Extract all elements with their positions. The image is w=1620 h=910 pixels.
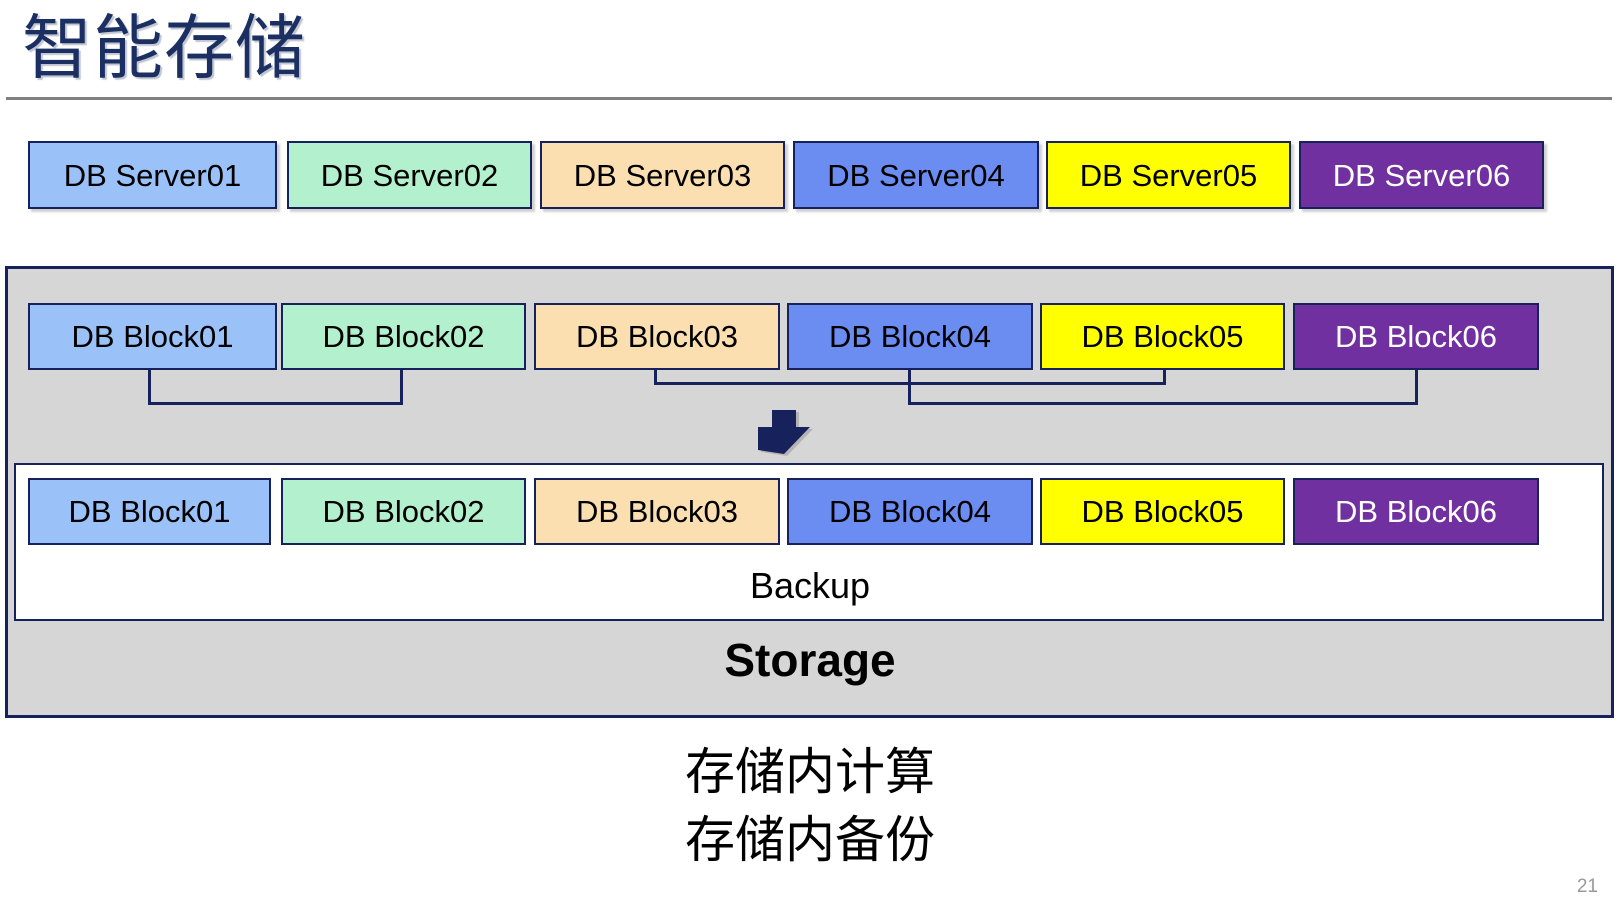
db-block-node-6: DB Block06 [1293, 303, 1539, 370]
db-server-node-6: DB Server06 [1299, 141, 1544, 209]
db-server-node-5: DB Server05 [1046, 141, 1291, 209]
db-block-backup-node-4: DB Block04 [787, 478, 1033, 545]
db-block-node-3: DB Block03 [534, 303, 780, 370]
db-server-node-2: DB Server02 [287, 141, 532, 209]
db-block-node-4: DB Block04 [787, 303, 1033, 370]
db-block-node-4-label: DB Block04 [829, 319, 991, 354]
db-server-node-4-label: DB Server04 [827, 157, 1005, 193]
connector-block03-drop [654, 370, 657, 385]
db-block-node-2-label: DB Block02 [322, 319, 485, 354]
db-block-node-5: DB Block05 [1040, 303, 1285, 370]
down-arrow-icon [755, 410, 813, 456]
db-block-backup-node-6-label: DB Block06 [1335, 494, 1497, 529]
db-block-backup-node-1-label: DB Block01 [68, 494, 231, 529]
page-title: 智能存储 [22, 9, 306, 87]
db-block-backup-node-3-label: DB Block03 [576, 494, 738, 529]
db-block-backup-node-5: DB Block05 [1040, 478, 1285, 545]
db-server-node-5-label: DB Server05 [1079, 157, 1258, 193]
db-server-node-2-label: DB Server02 [320, 157, 499, 193]
db-block-backup-node-2-label: DB Block02 [322, 494, 485, 529]
caption-line-1: 存储内计算 [685, 744, 935, 800]
db-server-node-3-label: DB Server03 [573, 157, 752, 193]
db-block-node-1: DB Block01 [28, 303, 277, 370]
db-block-backup-node-5-label: DB Block05 [1081, 494, 1244, 529]
connector-block06-drop [1415, 370, 1418, 405]
db-server-node-1: DB Server01 [28, 141, 277, 209]
db-server-node-6-label: DB Server06 [1332, 157, 1511, 193]
db-block-node-6-label: DB Block06 [1335, 319, 1497, 354]
db-block-node-1-label: DB Block01 [71, 319, 234, 354]
connector-block02-drop [400, 370, 403, 405]
caption-block: 存储内计算 存储内备份 [0, 738, 1620, 874]
backup-label: Backup [749, 565, 871, 606]
page-number: 21 [1576, 876, 1598, 897]
connector-bracket-c [908, 402, 1418, 405]
db-server-node-4: DB Server04 [793, 141, 1039, 209]
storage-label: Storage [724, 634, 896, 686]
db-block-backup-node-4-label: DB Block04 [829, 494, 991, 529]
connector-block04-drop [908, 370, 911, 405]
connector-bracket-a [148, 402, 403, 405]
db-server-node-3: DB Server03 [540, 141, 785, 209]
connector-block05-drop [1163, 370, 1166, 385]
connector-block01-drop [148, 370, 151, 405]
db-block-backup-node-1: DB Block01 [28, 478, 271, 545]
db-block-backup-node-2: DB Block02 [281, 478, 526, 545]
db-block-node-3-label: DB Block03 [576, 319, 738, 354]
db-block-node-2: DB Block02 [281, 303, 526, 370]
caption-line-2: 存储内备份 [685, 812, 935, 868]
db-block-backup-node-3: DB Block03 [534, 478, 780, 545]
db-block-backup-node-6: DB Block06 [1293, 478, 1539, 545]
title-divider [6, 97, 1612, 100]
db-server-node-1-label: DB Server01 [63, 157, 242, 193]
db-block-node-5-label: DB Block05 [1081, 319, 1244, 354]
